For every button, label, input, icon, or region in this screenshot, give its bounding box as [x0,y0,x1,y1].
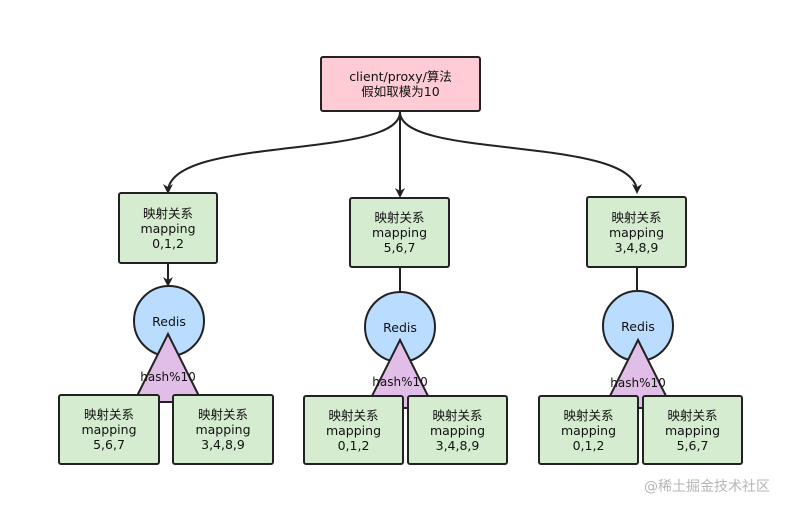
child-line-3: 3,4,8,9 [201,437,245,452]
mapping-line-1: 映射关系 [374,210,425,225]
child-line-1: 映射关系 [563,407,614,423]
arrow-root-to-mapping-3 [399,111,642,194]
child-line-2: mapping [81,422,137,437]
child-line-3: 3,4,8,9 [435,437,480,453]
mapping-line-3: 5,6,7 [383,240,416,255]
child-line-3: 5,6,7 [93,437,125,452]
child-line-2: mapping [429,422,486,438]
hash-label-group-2: hash%10 [372,375,428,389]
mapping-node-group-1: 映射关系 mapping 0,1,2 [118,192,218,264]
child-line-3: 0,1,2 [337,437,370,453]
child-line-2: mapping [195,422,251,437]
child-line-2: mapping [664,422,721,438]
child-line-1: 映射关系 [667,407,718,423]
root-node-client-proxy: client/proxy/算法 假如取模为10 [320,56,481,112]
arrow-root-to-mapping-1 [163,111,401,194]
mapping-node-group-2: 映射关系 mapping 5,6,7 [349,197,450,268]
mapping-line-1: 映射关系 [142,205,193,221]
child-node-group-3-left: 映射关系 mapping 0,1,2 [538,395,639,465]
mapping-line-2: mapping [371,225,428,240]
mapping-line-3: 0,1,2 [152,235,184,251]
root-line-2: 假如取模为10 [361,84,440,99]
mapping-line-2: mapping [140,220,196,236]
watermark: @稀土掘金技术社区 [644,479,770,495]
redis-label: Redis [383,319,417,335]
child-line-3: 0,1,2 [572,437,605,453]
child-node-group-1-right: 映射关系 mapping 3,4,8,9 [172,394,274,465]
child-node-group-1-left: 映射关系 mapping 5,6,7 [58,394,160,465]
child-line-3: 5,6,7 [676,437,709,453]
hash-label-group-1: hash%10 [140,370,196,384]
redis-label: Redis [621,318,655,334]
hash-triangle-group-1 [132,331,204,403]
hash-label-group-3: hash%10 [610,376,666,390]
mapping-line-3: 3,4,8,9 [614,239,659,255]
child-node-group-2-left: 映射关系 mapping 0,1,2 [303,395,404,465]
child-node-group-3-right: 映射关系 mapping 5,6,7 [642,395,743,465]
child-node-group-2-right: 映射关系 mapping 3,4,8,9 [407,395,508,465]
mapping-line-2: mapping [608,224,665,240]
redis-label: Redis [152,313,186,329]
child-line-1: 映射关系 [83,407,134,422]
child-line-1: 映射关系 [432,407,483,423]
mapping-node-group-3: 映射关系 mapping 3,4,8,9 [586,196,687,268]
child-line-2: mapping [325,422,382,438]
root-line-1: client/proxy/算法 [349,69,452,84]
child-line-1: 映射关系 [328,407,379,423]
mapping-line-1: 映射关系 [611,209,662,225]
child-line-1: 映射关系 [197,407,248,422]
child-line-2: mapping [560,422,617,438]
